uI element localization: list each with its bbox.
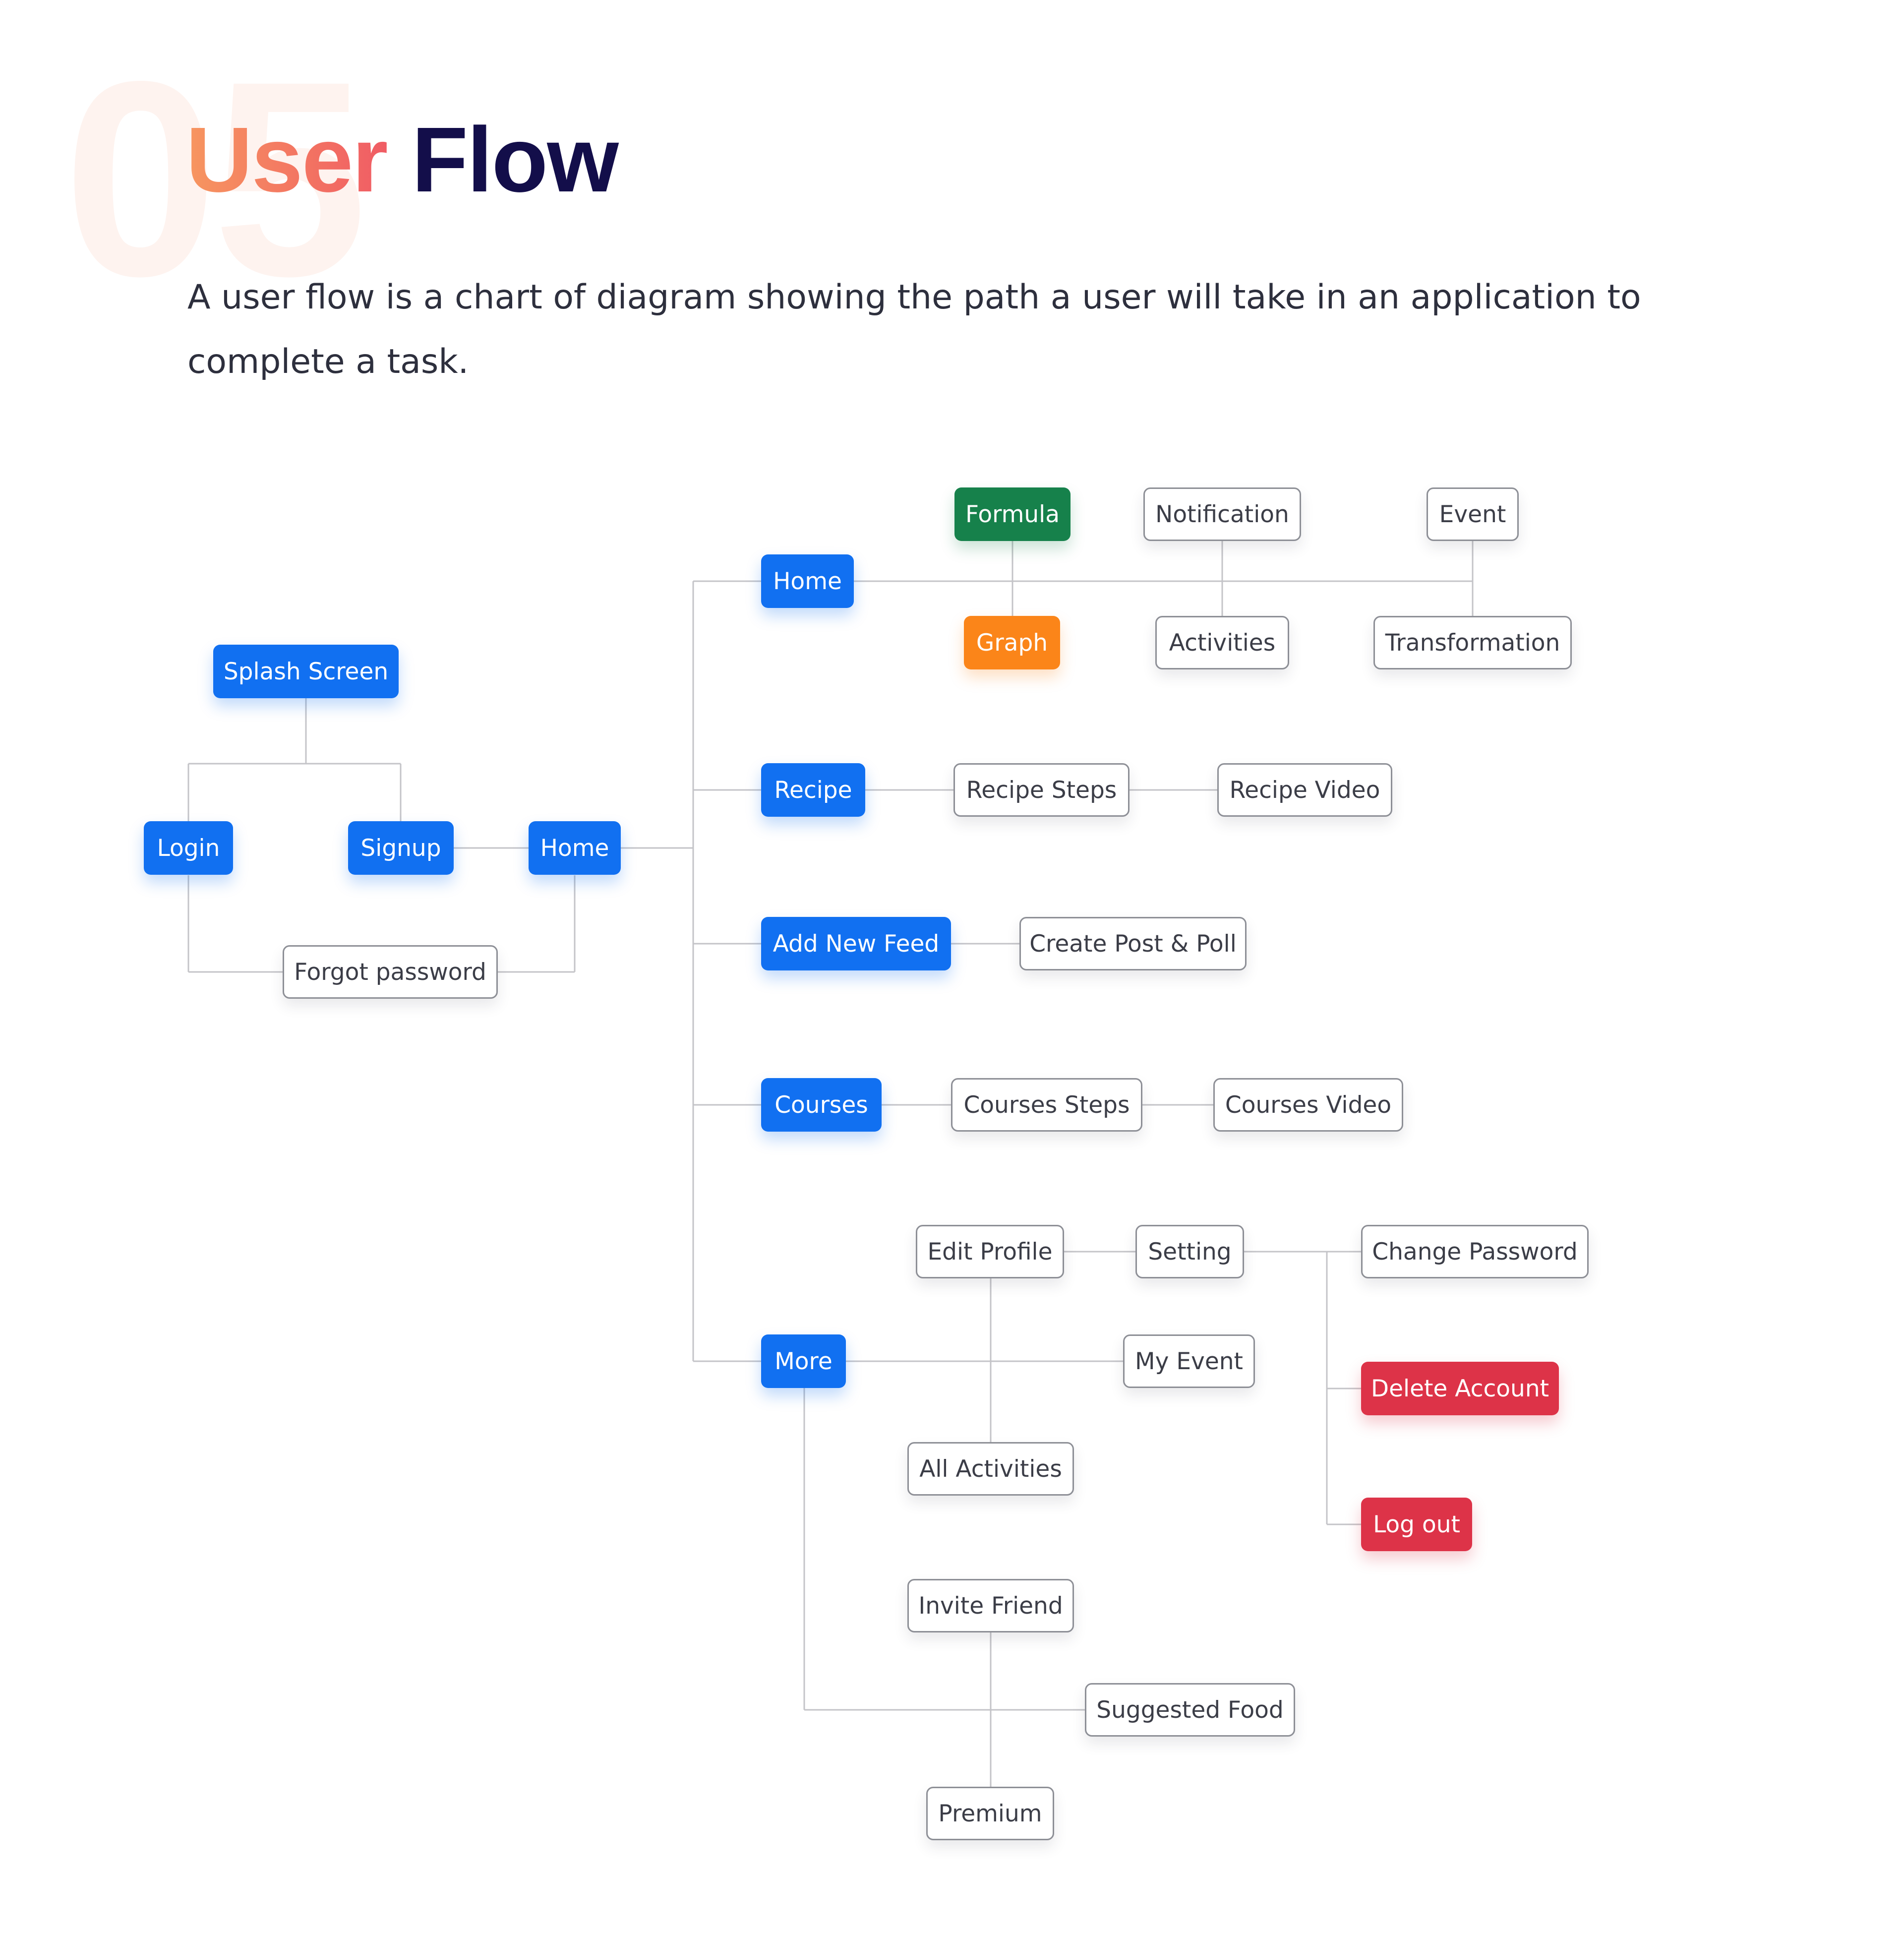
more-branch: [803, 1251, 1361, 1787]
node-courses[interactable]: Courses: [761, 1078, 882, 1132]
title-main-word: Flow: [412, 109, 619, 211]
node-recipe-video[interactable]: Recipe Video: [1217, 763, 1392, 817]
node-log-out[interactable]: Log out: [1361, 1498, 1472, 1551]
node-notification[interactable]: Notification: [1143, 487, 1301, 541]
node-login[interactable]: Login: [144, 821, 233, 875]
node-recipe[interactable]: Recipe: [761, 763, 865, 817]
node-signup[interactable]: Signup: [348, 821, 454, 875]
node-setting[interactable]: Setting: [1135, 1225, 1244, 1278]
node-invite-friend[interactable]: Invite Friend: [907, 1579, 1074, 1632]
node-edit-profile[interactable]: Edit Profile: [916, 1225, 1064, 1278]
node-event[interactable]: Event: [1427, 487, 1519, 541]
page-description: A user flow is a chart of diagram showin…: [187, 278, 1641, 381]
node-recipe-steps[interactable]: Recipe Steps: [953, 763, 1130, 817]
node-home-auth[interactable]: Home: [529, 821, 621, 875]
node-transformation[interactable]: Transformation: [1373, 616, 1572, 669]
node-formula[interactable]: Formula: [954, 487, 1071, 541]
node-home[interactable]: Home: [761, 554, 854, 608]
node-splash-screen[interactable]: Splash Screen: [213, 645, 399, 698]
node-suggested-food[interactable]: Suggested Food: [1085, 1683, 1295, 1737]
main-trunk: [692, 580, 761, 1362]
node-activities[interactable]: Activities: [1155, 616, 1289, 669]
node-add-new-feed[interactable]: Add New Feed: [761, 917, 951, 970]
node-delete-account[interactable]: Delete Account: [1361, 1362, 1559, 1415]
node-my-event[interactable]: My Event: [1123, 1334, 1255, 1388]
title-accent-word: User: [186, 109, 388, 211]
node-graph[interactable]: Graph: [964, 616, 1060, 669]
node-create-post-poll[interactable]: Create Post & Poll: [1019, 917, 1247, 970]
section-number-watermark: 05: [63, 40, 367, 317]
node-premium[interactable]: Premium: [926, 1787, 1054, 1840]
node-forgot-password[interactable]: Forgot password: [283, 945, 498, 999]
node-more[interactable]: More: [761, 1334, 846, 1388]
node-change-password[interactable]: Change Password: [1361, 1225, 1589, 1278]
page-title: User Flow: [186, 114, 619, 206]
node-courses-video[interactable]: Courses Video: [1213, 1078, 1403, 1132]
node-all-activities[interactable]: All Activities: [907, 1442, 1074, 1496]
node-courses-steps[interactable]: Courses Steps: [951, 1078, 1142, 1132]
auth-connectors: [187, 698, 693, 973]
home-branch: [854, 541, 1474, 616]
